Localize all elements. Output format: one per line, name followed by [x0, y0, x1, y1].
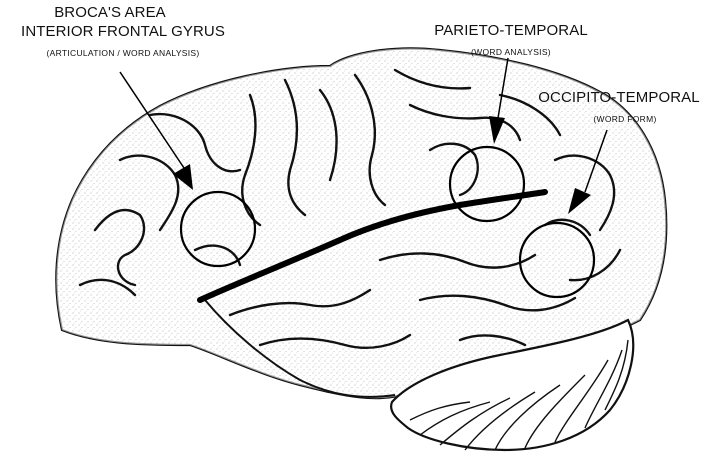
- parieto-title: PARIETO-TEMPORAL: [426, 22, 596, 39]
- broca-title: BROCA'S AREA: [30, 4, 190, 21]
- parieto-note: (WORD ANALYSIS): [426, 47, 596, 57]
- broca-subtitle: INTERIOR FRONTAL GYRUS: [18, 23, 228, 40]
- occipito-note: (WORD FORM): [550, 114, 700, 124]
- occipito-title: OCCIPITO-TEMPORAL: [530, 89, 708, 106]
- broca-note: (ARTICULATION / WORD ANALYSIS): [18, 48, 228, 58]
